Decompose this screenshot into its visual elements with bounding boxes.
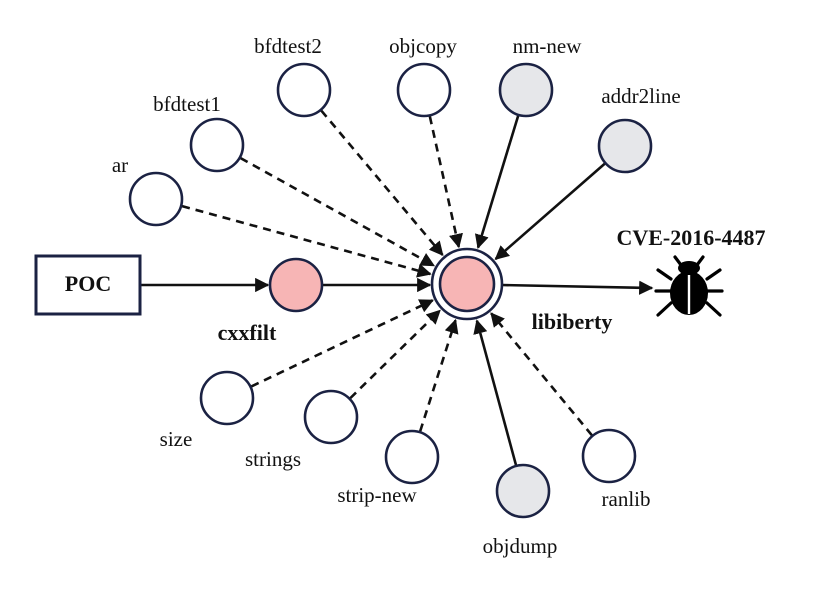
libiberty-inner-circle — [438, 255, 496, 313]
edge-objdump-to-libiberty — [473, 319, 518, 466]
edge-nm-new-to-libiberty — [474, 115, 520, 250]
ar-label: ar — [112, 153, 128, 177]
ar-circle — [128, 171, 184, 227]
strings-node: strings — [245, 389, 359, 471]
edge-size-to-libiberty — [250, 299, 434, 388]
nm-new-node: nm-new — [498, 34, 583, 118]
size-label: size — [160, 427, 193, 451]
objcopy-label: objcopy — [389, 34, 457, 58]
strip-new-circle — [384, 429, 440, 485]
ranlib-label: ranlib — [602, 487, 651, 511]
bug-icon — [654, 255, 724, 317]
addr2line-label: addr2line — [601, 84, 680, 108]
edge-objcopy-to-libiberty — [428, 116, 463, 249]
nm-new-label: nm-new — [513, 34, 583, 58]
bfdtest2-node: bfdtest2 — [254, 34, 332, 118]
objdump-circle — [495, 463, 551, 519]
ar-node: ar — [112, 153, 184, 227]
size-node: size — [160, 370, 255, 451]
size-circle — [199, 370, 255, 426]
libiberty-label: libiberty — [532, 309, 613, 334]
libiberty-node: libiberty — [430, 247, 613, 334]
bfdtest1-label: bfdtest1 — [153, 92, 221, 116]
poc-label: POC — [65, 271, 111, 296]
satellite-nodes-layer: bfdtest2 objcopy nm-new addr2line bfdtest1 ar… — [112, 34, 681, 558]
cxxfilt-circle — [268, 257, 324, 313]
edge-strip-new-to-libiberty — [418, 318, 459, 432]
edge-libiberty-to-cve — [501, 280, 654, 295]
strings-circle — [303, 389, 359, 445]
addr2line-node: addr2line — [597, 84, 681, 174]
edges-layer — [140, 109, 654, 466]
edge-bfdtest1-to-libiberty — [239, 156, 436, 267]
bfdtest1-circle — [189, 117, 245, 173]
cxxfilt-label: cxxfilt — [218, 320, 277, 345]
ranlib-circle — [581, 428, 637, 484]
strip-new-node: strip-new — [337, 429, 440, 507]
cxxfilt-node: cxxfilt — [218, 257, 324, 345]
bfdtest2-circle — [276, 62, 332, 118]
objcopy-node: objcopy — [389, 34, 457, 118]
objcopy-circle — [396, 62, 452, 118]
addr2line-circle — [597, 118, 653, 174]
poc-node: POC — [34, 254, 142, 316]
poc-box — [34, 254, 142, 316]
bfdtest1-node: bfdtest1 — [153, 92, 245, 173]
strip-new-label: strip-new — [337, 483, 417, 507]
cve-label: CVE-2016-4487 — [616, 225, 765, 250]
edge-ranlib-to-libiberty — [490, 312, 593, 437]
objdump-node: objdump — [483, 463, 558, 558]
edge-ar-to-libiberty — [181, 204, 432, 278]
strings-label: strings — [245, 447, 301, 471]
edge-bfdtest2-to-libiberty — [320, 109, 444, 257]
objdump-label: objdump — [483, 534, 558, 558]
edge-strings-to-libiberty — [349, 309, 441, 400]
edge-addr2line-to-libiberty — [494, 162, 606, 260]
cve-node: CVE-2016-4487 — [616, 225, 766, 317]
nm-new-circle — [498, 62, 554, 118]
ranlib-node: ranlib — [581, 428, 651, 511]
bfdtest2-label: bfdtest2 — [254, 34, 322, 58]
